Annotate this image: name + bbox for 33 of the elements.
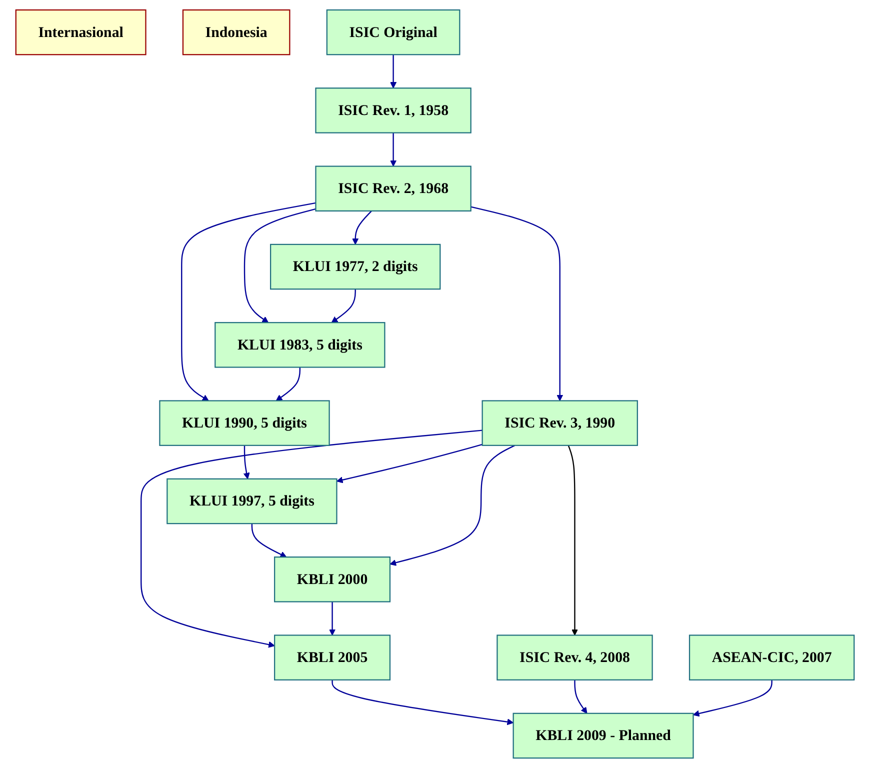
node-box: ISIC Rev. 3, 1990 [481, 400, 638, 446]
arrow [330, 288, 356, 322]
node-box: KLUI 1990, 5 digits [158, 400, 330, 446]
node-box: ASEAN-CIC, 2007 [688, 634, 854, 680]
arrow [567, 444, 578, 636]
node-box: KBLI 2000 [274, 556, 390, 602]
arrow [180, 202, 316, 401]
arrow [242, 444, 250, 479]
arrow [331, 679, 514, 725]
node-box: ISIC Rev. 1, 1958 [314, 87, 471, 133]
arrow [470, 206, 563, 401]
node-box: KLUI 1983, 5 digits [214, 322, 385, 368]
node-box: Internasional [14, 8, 146, 55]
node-box: KLUI 1997, 5 digits [166, 478, 337, 524]
node-box: ISIC Original [326, 8, 460, 55]
arrow [389, 444, 515, 566]
node-box: KLUI 1977, 2 digits [270, 243, 440, 290]
arrow [328, 601, 336, 636]
arrow [275, 366, 300, 401]
arrow [390, 132, 396, 166]
node-box: KBLI 2005 [274, 634, 390, 680]
node-box: ISIC Rev. 4, 2008 [496, 634, 652, 680]
node-box: ISIC Rev. 2, 1968 [314, 165, 471, 211]
arrow [352, 210, 372, 244]
arrow [250, 523, 286, 557]
arrow [336, 443, 482, 483]
arrow [140, 429, 482, 648]
node-box: Indonesia [182, 8, 290, 55]
arrow [574, 679, 587, 714]
node-box: KBLI 2009 - Planned [512, 712, 694, 758]
arrow [243, 208, 316, 322]
arrow [390, 54, 396, 88]
arrow [692, 679, 772, 716]
